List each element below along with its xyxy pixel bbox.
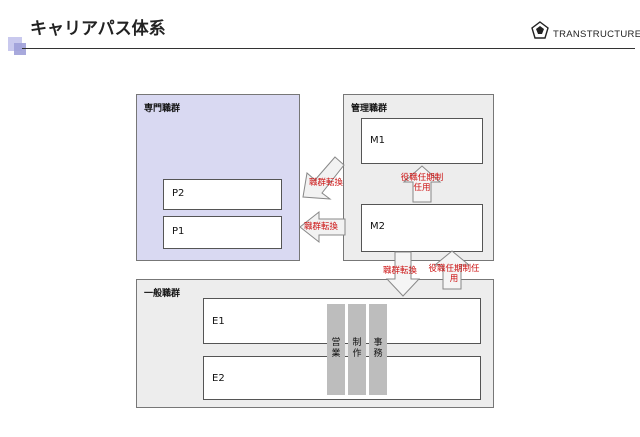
page-title: キャリアパス体系 xyxy=(30,19,166,39)
box-p2: P2 xyxy=(163,179,282,210)
box-m2: M2 xyxy=(361,204,483,252)
decor-square-dark xyxy=(14,43,26,55)
function-bar-admin xyxy=(369,304,387,395)
arrow-transfer-m2-to-p1 xyxy=(299,210,346,244)
arrow-transfer-m2-to-general xyxy=(385,251,421,297)
management-group-label: 管理職群 xyxy=(351,104,388,114)
label-transfer-p1: 職群転換 xyxy=(303,222,338,232)
box-m1: M1 xyxy=(361,118,483,164)
specialist-group-label: 専門職群 xyxy=(144,104,181,114)
logo-icon xyxy=(531,21,549,39)
specialist-group: 専門職群 P2 P1 xyxy=(136,94,300,261)
function-bar-production xyxy=(348,304,366,395)
header-divider xyxy=(22,48,635,49)
box-p1: P1 xyxy=(163,216,282,249)
function-label-admin: 事務 xyxy=(371,338,385,360)
arrow-term-general-to-m2 xyxy=(433,250,471,290)
arrow-transfer-mgmt-to-p2 xyxy=(302,156,345,200)
function-label-production-text: 制作 xyxy=(352,338,362,359)
label-transfer-general: 職群転換 xyxy=(382,266,417,276)
logo-text: TRANSTRUCTURE xyxy=(553,29,640,40)
label-term-m2: 役職任期制任用 xyxy=(428,264,480,284)
function-label-admin-text: 事務 xyxy=(373,338,383,359)
function-label-production: 制作 xyxy=(350,338,364,360)
label-transfer-p2: 職群転換 xyxy=(308,178,343,188)
management-group: 管理職群 M1 M2 xyxy=(343,94,494,261)
general-group-label: 一般職群 xyxy=(144,289,181,299)
label-term-m1: 役職任期制任用 xyxy=(400,173,444,193)
function-label-sales-text: 営業 xyxy=(331,338,341,359)
arrow-term-m2-to-m1 xyxy=(402,165,442,203)
function-label-sales: 営業 xyxy=(329,338,343,360)
function-bar-sales xyxy=(327,304,345,395)
